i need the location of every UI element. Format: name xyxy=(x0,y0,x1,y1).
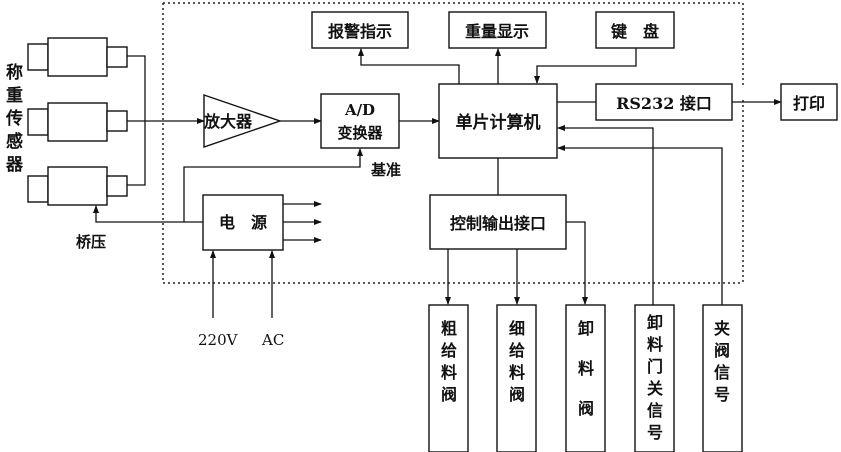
bridge-voltage-line xyxy=(93,205,203,223)
printer-box xyxy=(780,83,838,121)
load-cell-1 xyxy=(27,37,128,77)
printer-label: 打印 xyxy=(793,94,825,113)
load-cell-2 xyxy=(27,102,128,142)
reference-label: 基准 xyxy=(370,161,401,179)
output-fine-feed-valve-label: 细给料阀 xyxy=(509,319,525,404)
input-door-closed-signal-label: 卸料门关信号 xyxy=(647,313,663,442)
keyboard-label: 键 盘 xyxy=(610,22,659,41)
sensor-group-label: 称 重 传 感 器 xyxy=(5,62,29,175)
output-discharge-valve-label: 卸料阀 xyxy=(578,319,594,418)
output-coarse-feed-valve-label: 粗给料阀 xyxy=(441,319,457,404)
control-output-label: 控制输出接口 xyxy=(450,214,546,233)
door-signal-to-mcu-line xyxy=(557,125,654,305)
input-door-closed-signal xyxy=(634,304,675,452)
rs232-box xyxy=(595,83,733,121)
sensor-label-char: 器 xyxy=(5,155,24,175)
control-output-box xyxy=(429,194,567,250)
output-coarse-feed-valve xyxy=(428,304,469,452)
weight-display-box xyxy=(448,11,547,49)
sensor-label-char: 感 xyxy=(6,131,23,152)
output-fine-feed-valve xyxy=(496,304,537,452)
mcu-label: 单片计算机 xyxy=(456,112,541,133)
output-discharge-valve xyxy=(565,304,606,452)
rs232-label: RS232 接口 xyxy=(616,94,712,113)
weight-display-label: 重量显示 xyxy=(465,22,529,41)
output-arrow-discharge xyxy=(566,221,588,305)
sensor-bus-line xyxy=(127,55,146,186)
power-supply-box xyxy=(202,194,284,251)
sensor-label-char: 传 xyxy=(5,108,23,129)
alarm-label: 报警指示 xyxy=(328,22,392,41)
sensor-label-char: 称 xyxy=(6,62,23,83)
amplifier-triangle xyxy=(203,94,283,148)
bridge-voltage-label: 桥压 xyxy=(76,233,106,251)
adc-label-line2: 变换器 xyxy=(337,124,383,142)
adc-label-line1: A/D xyxy=(344,101,375,119)
clamp-signal-to-mcu-line xyxy=(557,145,723,305)
load-cell-3 xyxy=(27,166,128,206)
mcu-to-alarm-line xyxy=(358,48,460,84)
input-clamp-valve-signal-label: 夹阀信号 xyxy=(714,319,730,404)
sensor-label-char: 重 xyxy=(6,85,23,106)
power-input-type: AC xyxy=(261,331,284,349)
reference-line xyxy=(183,148,363,222)
keyboard-to-mcu-line xyxy=(534,48,637,84)
keyboard-box xyxy=(595,11,675,49)
amplifier-label: 放大器 xyxy=(203,112,253,131)
power-supply-label: 电 源 xyxy=(219,213,267,232)
mcu-box xyxy=(438,83,558,159)
system-boundary xyxy=(162,2,744,284)
power-input-voltage: 220V xyxy=(198,331,239,349)
